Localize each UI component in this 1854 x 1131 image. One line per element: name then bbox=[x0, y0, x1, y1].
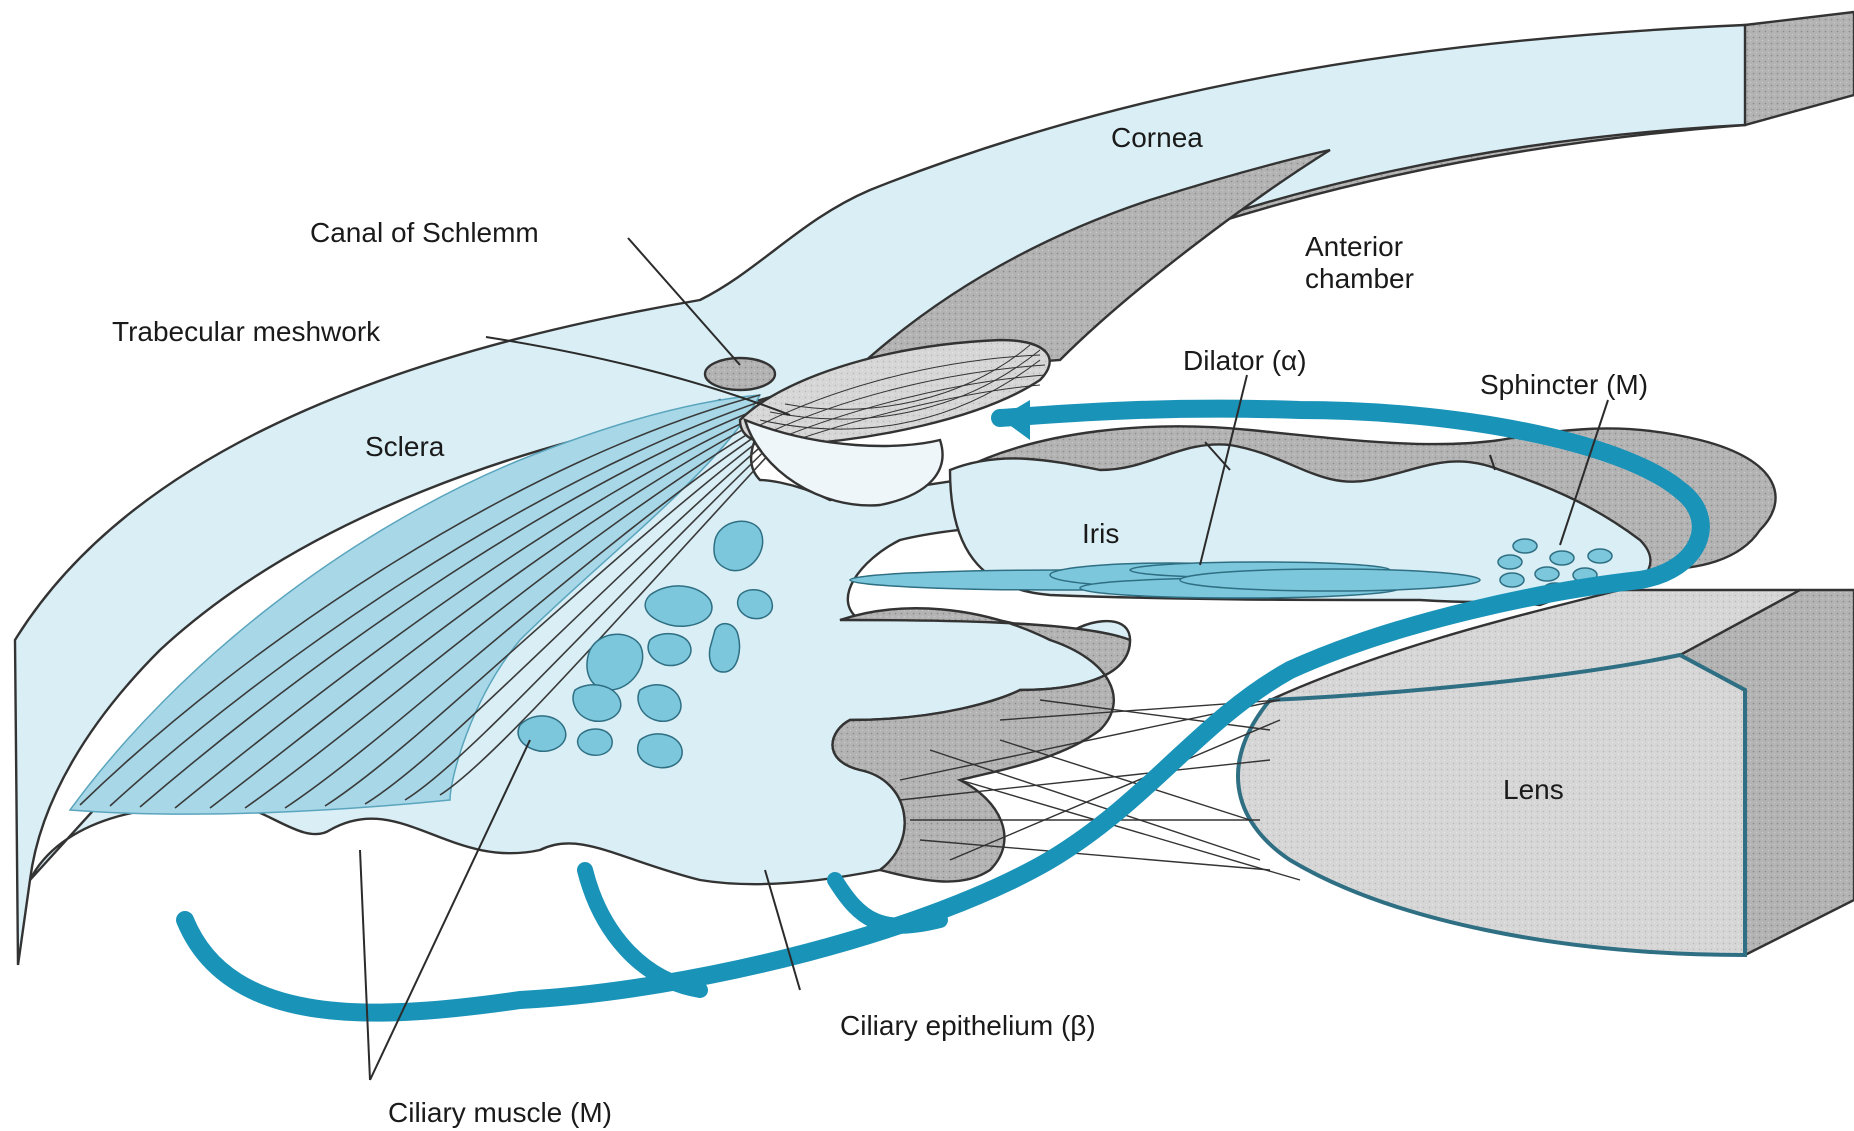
label-iris: Iris bbox=[1082, 518, 1119, 549]
label-ciliary-epithelium: Ciliary epithelium (β) bbox=[840, 1010, 1096, 1041]
label-cornea: Cornea bbox=[1111, 122, 1203, 153]
label-sclera: Sclera bbox=[365, 431, 445, 462]
label-dilator: Dilator (α) bbox=[1183, 345, 1307, 376]
label-anterior-chamber-line1: Anterior bbox=[1305, 231, 1403, 262]
label-trabecular-meshwork: Trabecular meshwork bbox=[112, 316, 381, 347]
label-canal-of-schlemm: Canal of Schlemm bbox=[310, 217, 539, 248]
label-ciliary-muscle: Ciliary muscle (M) bbox=[388, 1097, 612, 1128]
label-anterior-chamber-line2: chamber bbox=[1305, 263, 1414, 294]
dilator-muscle-fibers bbox=[850, 562, 1480, 598]
label-lens: Lens bbox=[1503, 774, 1564, 805]
label-sphincter: Sphincter (M) bbox=[1480, 369, 1648, 400]
lens-front-face bbox=[1238, 655, 1745, 955]
canal-of-schlemm-shape bbox=[705, 358, 775, 390]
